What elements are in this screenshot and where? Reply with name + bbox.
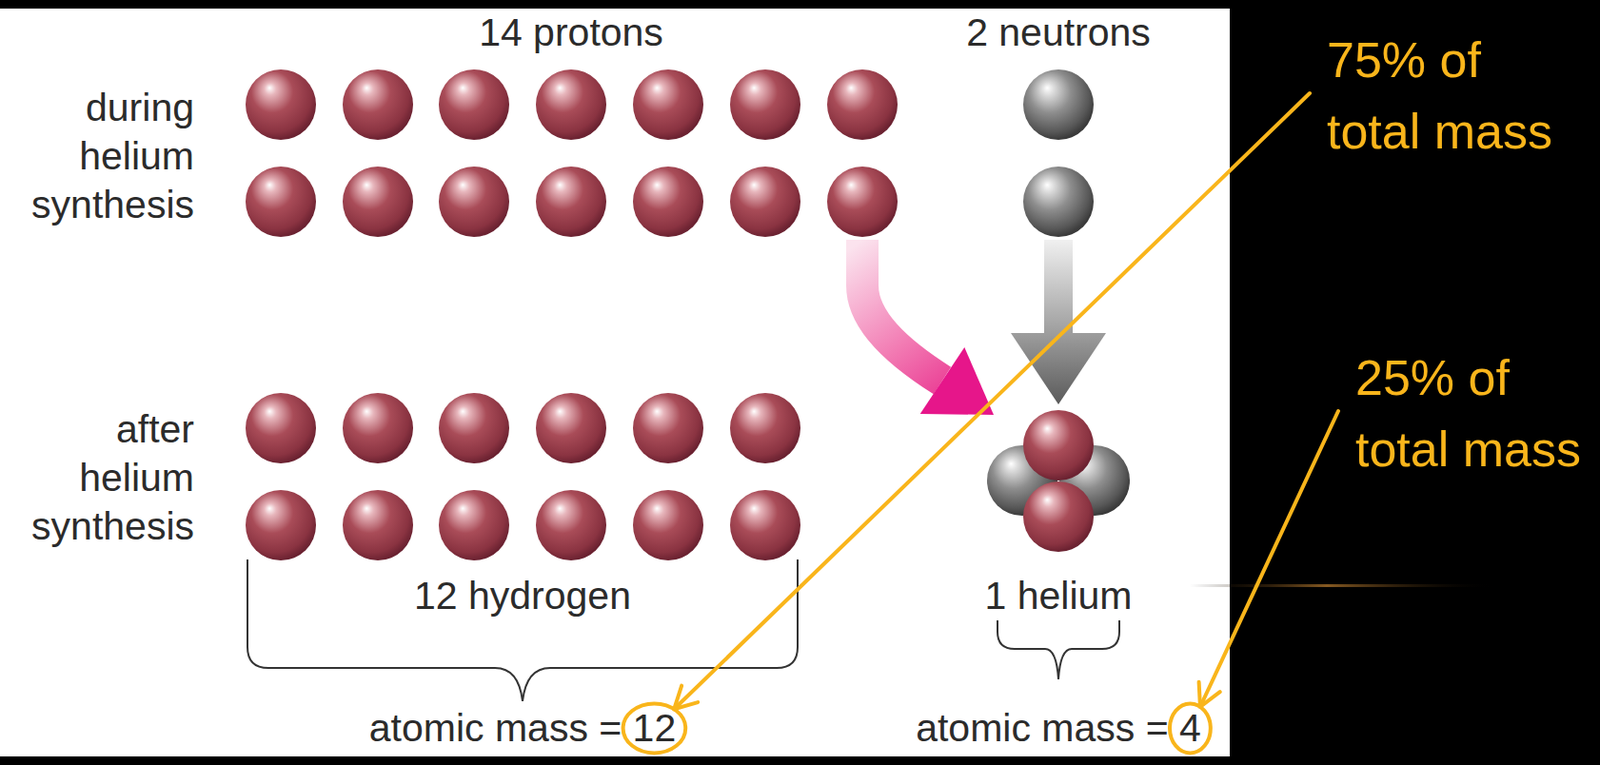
arrow-shaft (1044, 239, 1073, 336)
particle-count: 2 neutrons (966, 9, 1151, 57)
stage-label: after helium synthesis (22, 405, 195, 552)
neutron (1023, 69, 1094, 140)
gray-arrow (1010, 239, 1107, 405)
group-label: 1 helium (985, 572, 1133, 620)
proton (342, 490, 414, 561)
proton (245, 69, 317, 140)
proton (730, 69, 801, 140)
glow-line (1189, 584, 1495, 588)
proton (342, 393, 414, 464)
proton (730, 166, 801, 238)
proton (438, 166, 510, 238)
leader-arrowhead (673, 686, 698, 711)
mass-label: atomic mass = 12 (369, 705, 676, 752)
pink-arrow (862, 239, 994, 415)
arrow-head (920, 347, 994, 415)
proton (1023, 481, 1094, 553)
stage-label: during helium synthesis (22, 83, 195, 230)
callout-note: 25% of total mass (1355, 342, 1594, 486)
proton (342, 69, 414, 140)
white-panel (0, 8, 1230, 757)
proton (245, 490, 317, 561)
proton (827, 69, 898, 140)
proton (827, 166, 898, 238)
leader-line (1200, 411, 1339, 708)
proton (535, 393, 607, 464)
group-label: 12 hydrogen (414, 572, 632, 620)
protons-after (245, 393, 801, 561)
proton (245, 166, 317, 238)
callout-note: 75% of total mass (1326, 24, 1565, 168)
proton (438, 69, 510, 140)
proton (438, 393, 510, 464)
neutrons-before (1023, 69, 1094, 238)
leader-line (673, 93, 1310, 710)
particle-count: 14 protons (478, 9, 664, 57)
proton (342, 166, 414, 238)
proton (535, 490, 607, 561)
proton (632, 69, 704, 140)
helium-nucleus (987, 410, 1130, 553)
proton (730, 393, 801, 464)
proton (632, 393, 704, 464)
proton (245, 393, 317, 464)
arrow-shaft (862, 239, 943, 381)
proton (1023, 410, 1094, 481)
proton (535, 69, 607, 140)
hydrogen-bracket (247, 559, 798, 702)
proton (632, 490, 704, 561)
protons-before (245, 69, 898, 238)
proton (632, 166, 704, 238)
proton (438, 490, 510, 561)
mass-label: atomic mass = 4 (915, 705, 1202, 752)
neutron (1023, 166, 1094, 238)
proton (535, 166, 607, 238)
helium-bracket (997, 620, 1120, 680)
leader-arrowhead (1199, 682, 1221, 708)
proton (730, 490, 801, 561)
